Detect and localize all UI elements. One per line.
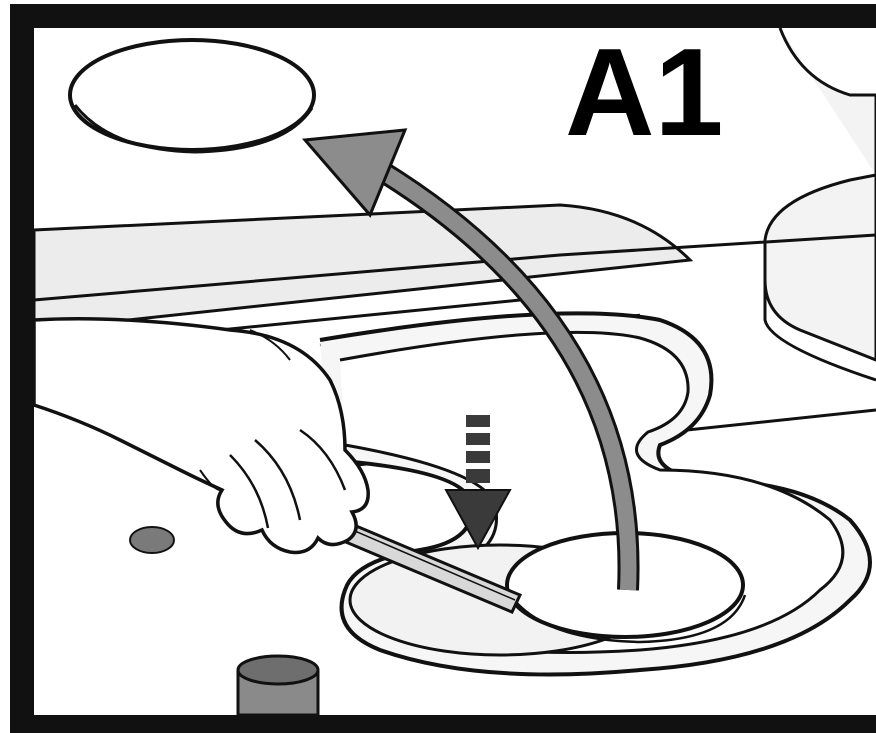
cylinder-part [238,656,318,715]
step-label: A1 [565,24,724,162]
removed-disc [70,40,314,150]
deck-knob [130,527,174,553]
